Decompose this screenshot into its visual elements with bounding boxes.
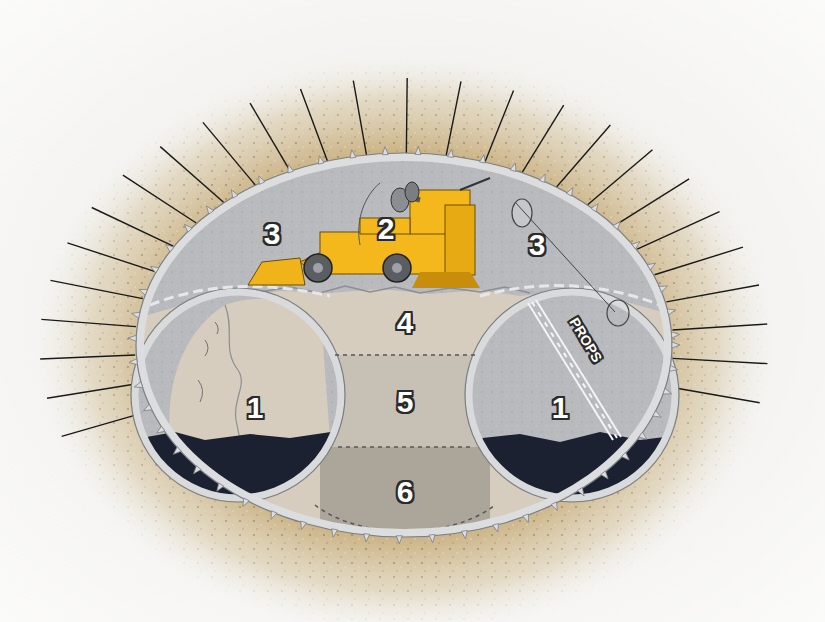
spile-bolt — [160, 147, 224, 203]
stage-number: 1 — [247, 393, 264, 423]
stage-number: 6 — [397, 477, 414, 507]
lining-tooth — [231, 190, 238, 198]
spile-bolt — [92, 208, 173, 247]
lining-tooth — [173, 447, 181, 455]
stage-number: 4 — [397, 308, 414, 338]
stage-number: 1 — [552, 393, 569, 423]
lining-tooth — [647, 263, 655, 270]
lining-tooth — [139, 289, 148, 295]
spile-bolt — [406, 78, 408, 153]
spile-bolt — [673, 358, 768, 363]
lining-tooth — [217, 483, 224, 491]
lining-tooth — [510, 163, 516, 172]
lining-tooth — [632, 242, 640, 249]
lining-tooth — [461, 530, 467, 538]
spile-bolt — [250, 103, 290, 171]
stage-number: 2 — [378, 214, 395, 244]
stage-number: 5 — [397, 387, 414, 417]
spile-bolt — [667, 387, 760, 403]
lining-tooth — [129, 359, 137, 365]
lining-tooth — [128, 335, 136, 341]
lining-tooth — [667, 309, 675, 315]
lining-tooth — [671, 332, 679, 338]
spile-bolt — [446, 81, 461, 155]
lining-tooth — [669, 365, 677, 371]
spile-bolt — [40, 355, 135, 359]
lining-tooth — [350, 150, 356, 158]
lining-tooth — [332, 529, 338, 537]
lining-tooth — [653, 411, 661, 417]
lining-tooth — [429, 535, 435, 543]
lining-tooth — [157, 426, 165, 433]
spile-bolt — [353, 81, 366, 155]
lining-tooth — [539, 174, 545, 183]
spile-bolt — [485, 90, 514, 162]
lining-tooth — [166, 245, 174, 252]
lining-tooth — [364, 534, 370, 542]
lining-tooth — [601, 471, 608, 479]
spile-bolt — [301, 89, 328, 161]
lining-tooth — [243, 498, 249, 506]
spile-bolt — [666, 285, 759, 302]
lining-tooth — [493, 524, 499, 532]
lining-tooth — [185, 224, 193, 232]
lining-tooth — [194, 466, 201, 474]
spile-bolt — [123, 175, 196, 223]
lining-tooth — [271, 511, 277, 520]
lining-tooth — [382, 147, 388, 155]
spile-bolt — [51, 280, 143, 298]
lining-tooth — [479, 155, 485, 163]
lining-tooth — [150, 266, 158, 273]
lining-tooth — [134, 382, 143, 388]
lining-tooth — [143, 404, 152, 410]
stage-number: 3 — [529, 230, 546, 260]
lining-tooth — [672, 342, 680, 348]
spile-bolt — [47, 383, 140, 398]
prop-label: PROPS — [567, 315, 604, 364]
spile-bolt — [67, 243, 155, 272]
lining-tooth — [621, 452, 629, 460]
spile-bolt — [522, 105, 564, 173]
lining-tooth — [659, 286, 668, 292]
lining-tooth — [259, 176, 265, 185]
spile-bolt — [557, 125, 611, 187]
lining-tooth — [566, 188, 573, 196]
lining-tooth — [591, 204, 598, 212]
lining-tooth — [301, 521, 307, 530]
spile-bolt — [588, 150, 653, 205]
spile-bolt — [615, 179, 689, 226]
lining-tooth — [396, 536, 402, 544]
lining-tooth — [448, 149, 454, 157]
spile-bolt — [203, 122, 255, 185]
lining-tooth — [288, 164, 294, 173]
lining-tooth — [318, 156, 324, 164]
lining-tooth — [577, 487, 584, 495]
lining-tooth — [551, 502, 557, 511]
lining-tooth — [613, 222, 621, 230]
lining-tooth — [523, 514, 529, 523]
lining-tooth — [415, 146, 421, 154]
spile-bolt — [637, 212, 719, 250]
spile-bolt — [655, 247, 743, 275]
spile-bolt — [41, 319, 136, 326]
lining-tooth — [639, 432, 647, 439]
lining-tooth — [132, 312, 140, 318]
lining-tooth — [206, 206, 213, 214]
lining-tooth — [663, 388, 672, 394]
stage-number: 3 — [264, 219, 281, 249]
spile-bolt — [672, 324, 767, 330]
